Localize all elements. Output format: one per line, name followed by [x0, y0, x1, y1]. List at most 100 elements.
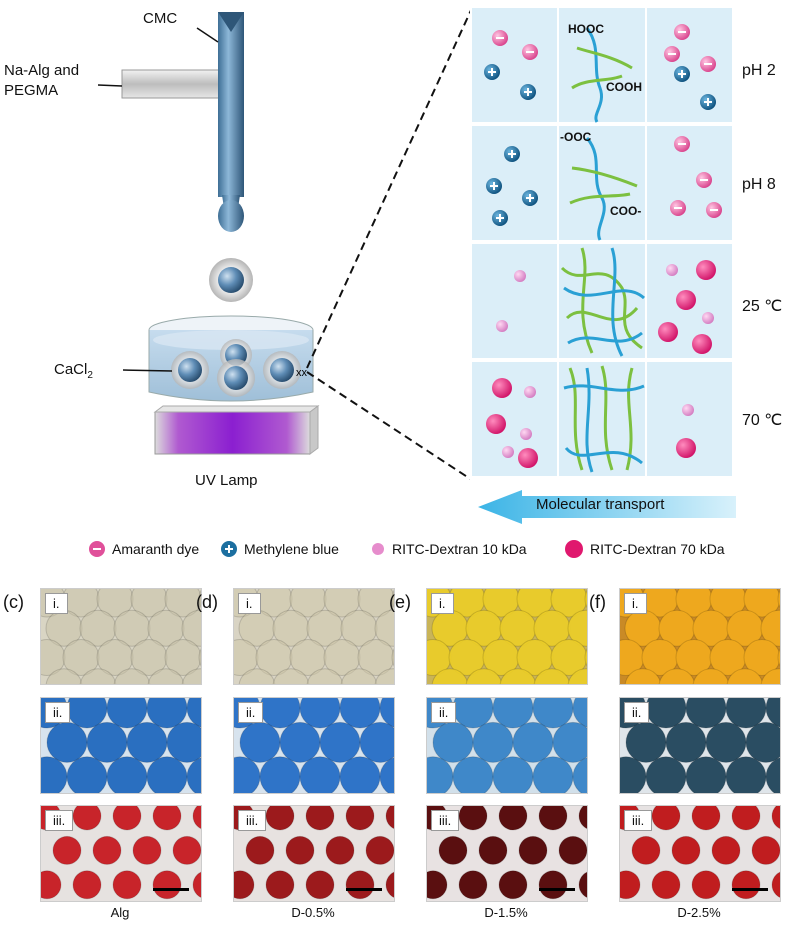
bead: [92, 835, 122, 865]
bead: [725, 756, 767, 793]
bead: [186, 698, 201, 728]
bead: [550, 589, 587, 618]
bead: [745, 721, 780, 763]
bead: [86, 721, 128, 763]
bead: [631, 835, 661, 865]
bead: [234, 870, 255, 900]
bead: [391, 648, 394, 667]
bead-image: [41, 806, 201, 900]
row-label: i.: [431, 593, 454, 614]
bead-image: [427, 806, 587, 900]
bead: [245, 835, 275, 865]
bead: [432, 721, 474, 763]
micrograph: iii.: [426, 805, 588, 902]
row-label: ii.: [431, 702, 457, 723]
bead: [164, 589, 201, 618]
micrograph: ii.: [426, 697, 588, 794]
bead: [692, 668, 730, 684]
uv-lamp-label: UV Lamp: [195, 472, 258, 489]
bead: [239, 721, 281, 763]
bead: [126, 721, 168, 763]
bead: [658, 668, 696, 684]
bead: [691, 870, 721, 900]
bead: [572, 757, 587, 793]
bead: [705, 721, 747, 763]
transport-label: Molecular transport: [536, 496, 665, 513]
bead: [265, 806, 295, 831]
bead: [146, 756, 188, 793]
bead: [112, 870, 142, 900]
bead: [52, 835, 82, 865]
micrograph: iii.: [619, 805, 781, 902]
bead: [726, 668, 764, 684]
bead: [578, 806, 587, 830]
bead: [651, 870, 681, 900]
bead: [359, 721, 394, 763]
bead: [147, 668, 185, 684]
bead: [357, 589, 394, 618]
bead: [238, 668, 276, 684]
panel-letter: (d): [196, 592, 218, 612]
svg-text:xx: xx: [296, 367, 308, 379]
scale-bar: [346, 888, 382, 891]
legend-dextran70: RITC-Dextran 70 kDa: [564, 540, 725, 558]
row-label: ii.: [45, 702, 71, 723]
bead: [765, 757, 780, 793]
bead-image: [41, 698, 201, 793]
panel-letter: (e): [389, 592, 411, 612]
row-label: i.: [45, 593, 68, 614]
bead: [379, 698, 394, 728]
bead: [760, 668, 780, 684]
row-label: i.: [624, 593, 647, 614]
bead-image: [620, 698, 780, 793]
row-label: iii.: [45, 810, 74, 831]
bead: [186, 757, 201, 793]
transport-arrow: [478, 490, 736, 524]
bead: [340, 668, 378, 684]
bead: [743, 589, 780, 618]
bead: [265, 870, 295, 900]
bead: [45, 668, 83, 684]
legend-dextran10: RITC-Dextran 10 kDa: [370, 540, 527, 558]
micrograph: i.: [233, 588, 395, 685]
scale-bar: [732, 888, 768, 891]
bead: [731, 870, 761, 900]
bead: [305, 870, 335, 900]
micrograph: i.: [619, 588, 781, 685]
bead: [472, 721, 514, 763]
bead: [731, 806, 761, 831]
bead: [113, 668, 151, 684]
amaranth-icon: [89, 541, 105, 557]
condition-ph8: pH 8: [742, 176, 776, 193]
micrograph: ii.: [619, 697, 781, 794]
bead: [777, 589, 780, 609]
bead: [584, 589, 587, 609]
bead: [743, 638, 780, 676]
bead: [41, 870, 62, 900]
bead: [558, 835, 587, 865]
bead: [478, 835, 508, 865]
bead-image: [234, 698, 394, 793]
row-label: iii.: [431, 810, 460, 831]
bead: [374, 609, 394, 647]
bead: [299, 756, 341, 793]
row-label: iii.: [624, 810, 653, 831]
bead: [391, 589, 394, 609]
panel-caption: D-1.5%: [484, 905, 528, 920]
bead: [552, 721, 587, 763]
condition-ph2: pH 2: [742, 62, 776, 79]
scale-bar: [153, 888, 189, 891]
methylene-icon: [221, 541, 237, 557]
bead: [345, 870, 375, 900]
bead-image: [620, 806, 780, 900]
panel-caption: D-0.5%: [291, 905, 335, 920]
legend-methylene: Methylene blue: [220, 540, 339, 558]
condition-25c: 25 ℃: [742, 298, 783, 315]
bead: [385, 871, 394, 898]
micrograph: ii.: [40, 697, 202, 794]
bead: [192, 806, 201, 830]
bead: [181, 668, 201, 684]
bead: [172, 835, 201, 865]
bead: [567, 609, 587, 647]
bead: [499, 668, 537, 684]
